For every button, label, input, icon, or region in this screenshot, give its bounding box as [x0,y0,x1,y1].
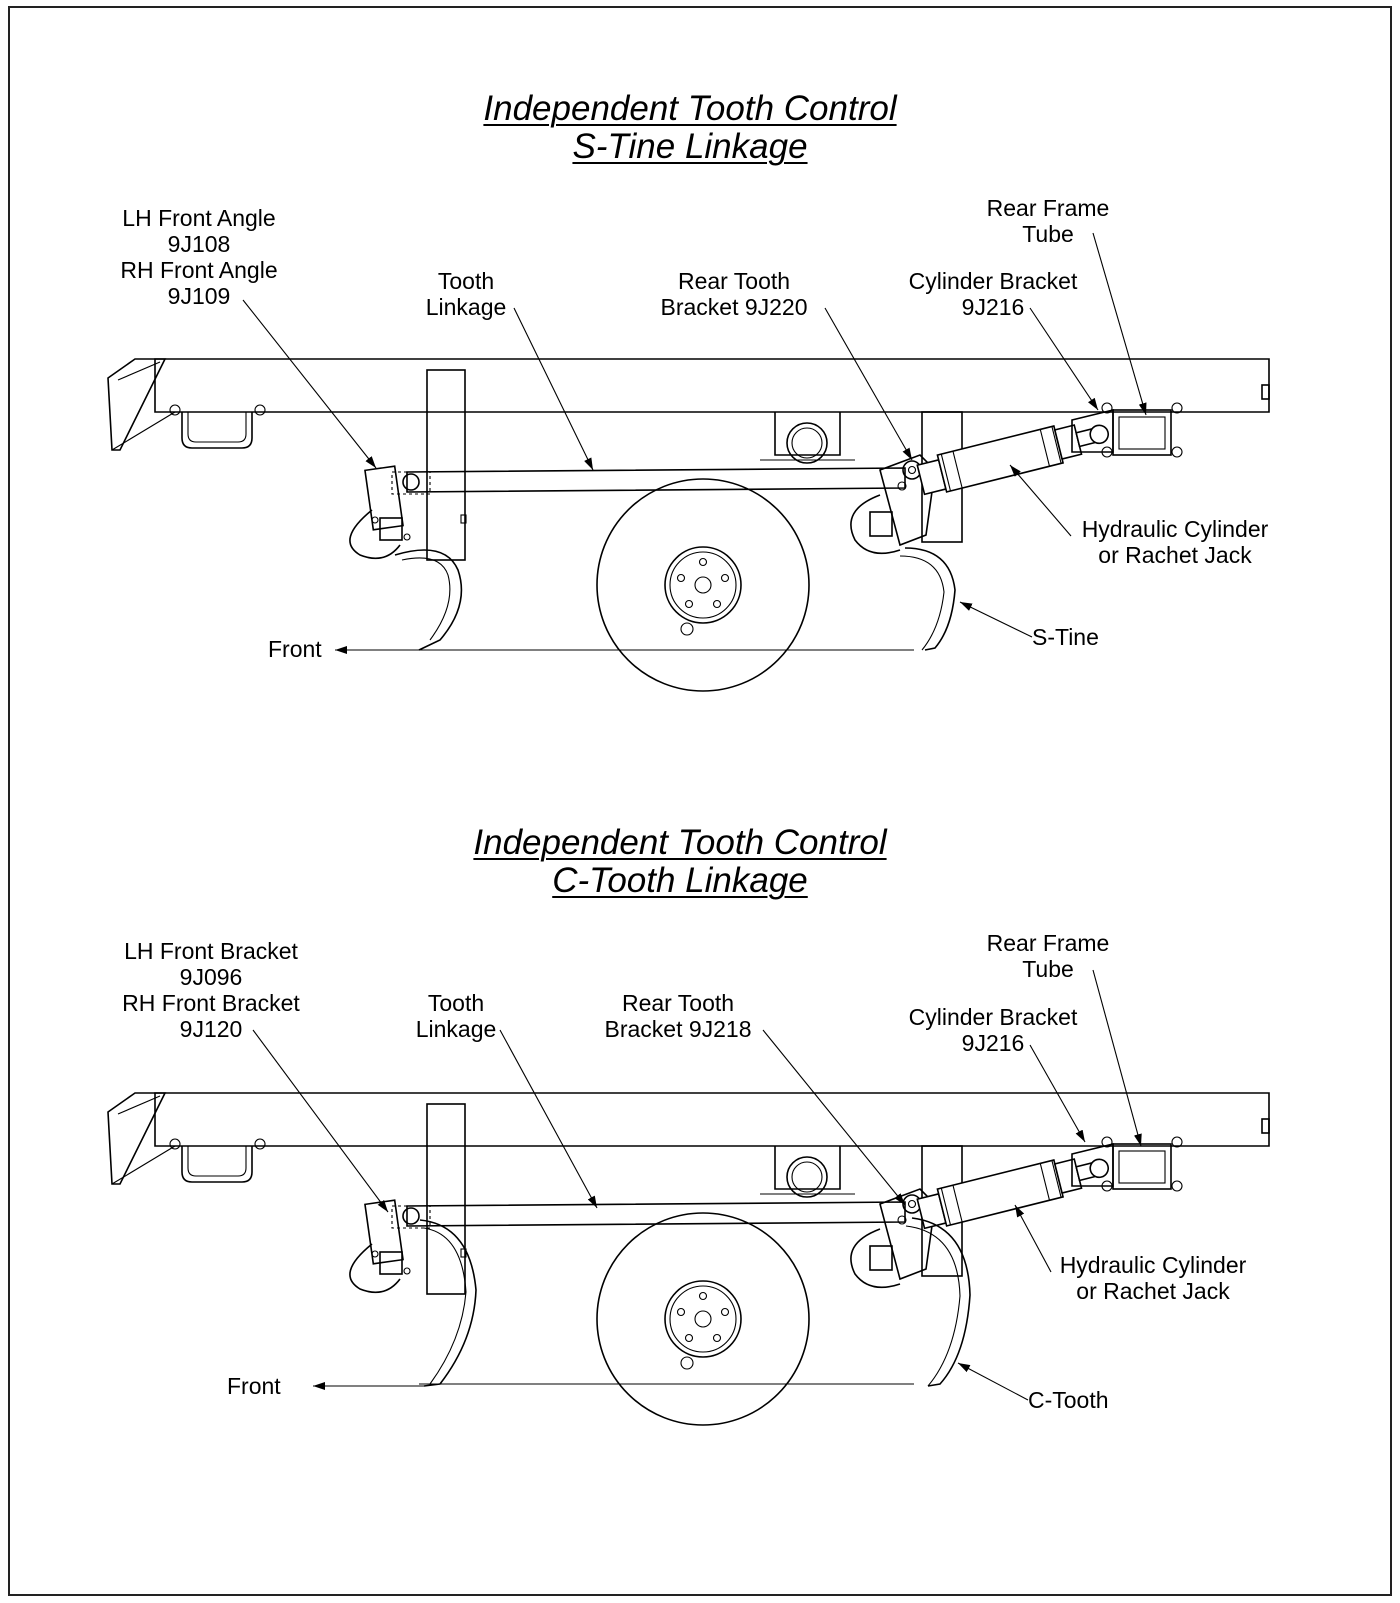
rear-tooth-bracket-label-2: Rear Tooth Bracket 9J218 [604,990,752,1042]
front-label: Front [268,636,322,662]
tooth-linkage-label: Tooth Linkage [425,268,507,320]
c-tooth-drawing [107,969,1270,1426]
cylinder-bracket-label-2: Cylinder Bracket 9J216 [908,1004,1078,1056]
s-tine-label: S-Tine [1032,624,1099,650]
rear-frame-tube-label-2: Rear Frame Tube [986,930,1110,982]
hydraulic-cylinder-label-2: Hydraulic Cylinder or Rachet Jack [1059,1252,1247,1304]
rear-frame-tube-label: Rear Frame Tube [986,195,1110,247]
s-tine-drawing [107,232,1270,692]
front-label-2: Front [227,1373,281,1399]
diagram1-title: Independent Tooth Control S-Tine Linkage [483,89,897,166]
front-bracket-label: LH Front Bracket 9J096 RH Front Bracket … [122,938,300,1042]
diagram2-title: Independent Tooth Control C-Tooth Linkag… [473,823,887,900]
c-tooth-label: C-Tooth [1028,1387,1109,1413]
front-angle-label: LH Front Angle 9J108 RH Front Angle 9J10… [120,205,278,309]
page-border [8,6,1392,1596]
tooth-linkage-label-2: Tooth Linkage [415,990,497,1042]
hydraulic-cylinder-label: Hydraulic Cylinder or Rachet Jack [1081,516,1269,568]
rear-tooth-bracket-label: Rear Tooth Bracket 9J220 [660,268,808,320]
cylinder-bracket-label: Cylinder Bracket 9J216 [908,268,1078,320]
